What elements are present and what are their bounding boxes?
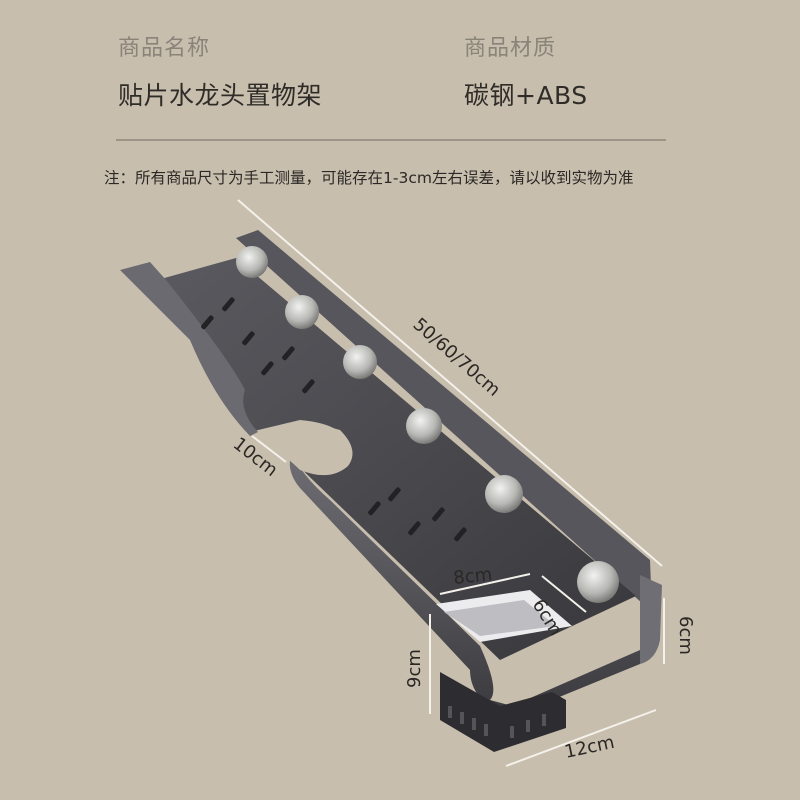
cup-width-dimension-label: 8cm [452, 564, 493, 589]
shelf-left-rim [120, 262, 258, 436]
product-name-spec: 商品名称 贴片水龙头置物架 [118, 30, 322, 112]
product-name-label: 商品名称 [118, 36, 211, 61]
knob-icon [343, 345, 377, 379]
drain-slots [201, 297, 467, 542]
cup-height-dimension-label: 9cm [404, 649, 425, 688]
hole-dimension-line [251, 435, 287, 463]
product-name-value: 贴片水龙头置物架 [118, 81, 323, 110]
shelf-tray-floor [150, 258, 636, 660]
measurement-note: 注：所有商品尺寸为手工测量，可能存在1-3cm左右误差，请以收到实物为准 [104, 169, 634, 187]
knob-icon [406, 408, 442, 444]
knob-icon [577, 561, 619, 603]
shelf-back-wall [236, 230, 652, 612]
knob-icon [485, 475, 523, 513]
knob-icon [236, 246, 268, 278]
product-material-label: 商品材质 [464, 36, 557, 61]
knob-icon [285, 295, 319, 329]
shelf-front-rim [289, 452, 661, 718]
product-material-spec: 商品材质 碳钢+ABS [464, 30, 588, 112]
product-material-value: 碳钢+ABS [464, 81, 588, 110]
length-dimension-line [237, 199, 663, 567]
bottom-width-dimension-label: 12cm [563, 732, 617, 763]
cup-width-dimension-line [439, 573, 531, 595]
shelf-right-side [640, 575, 662, 664]
cup-holder [436, 590, 572, 752]
spec-divider [116, 139, 666, 141]
bottom-width-dimension-line [505, 709, 657, 767]
cup-depth-dimension-line [541, 575, 587, 613]
faucet-hole [255, 424, 353, 476]
dimension-lines [237, 199, 665, 767]
wall-knobs [236, 246, 619, 603]
side-height-dimension-label: 6cm [675, 616, 696, 655]
